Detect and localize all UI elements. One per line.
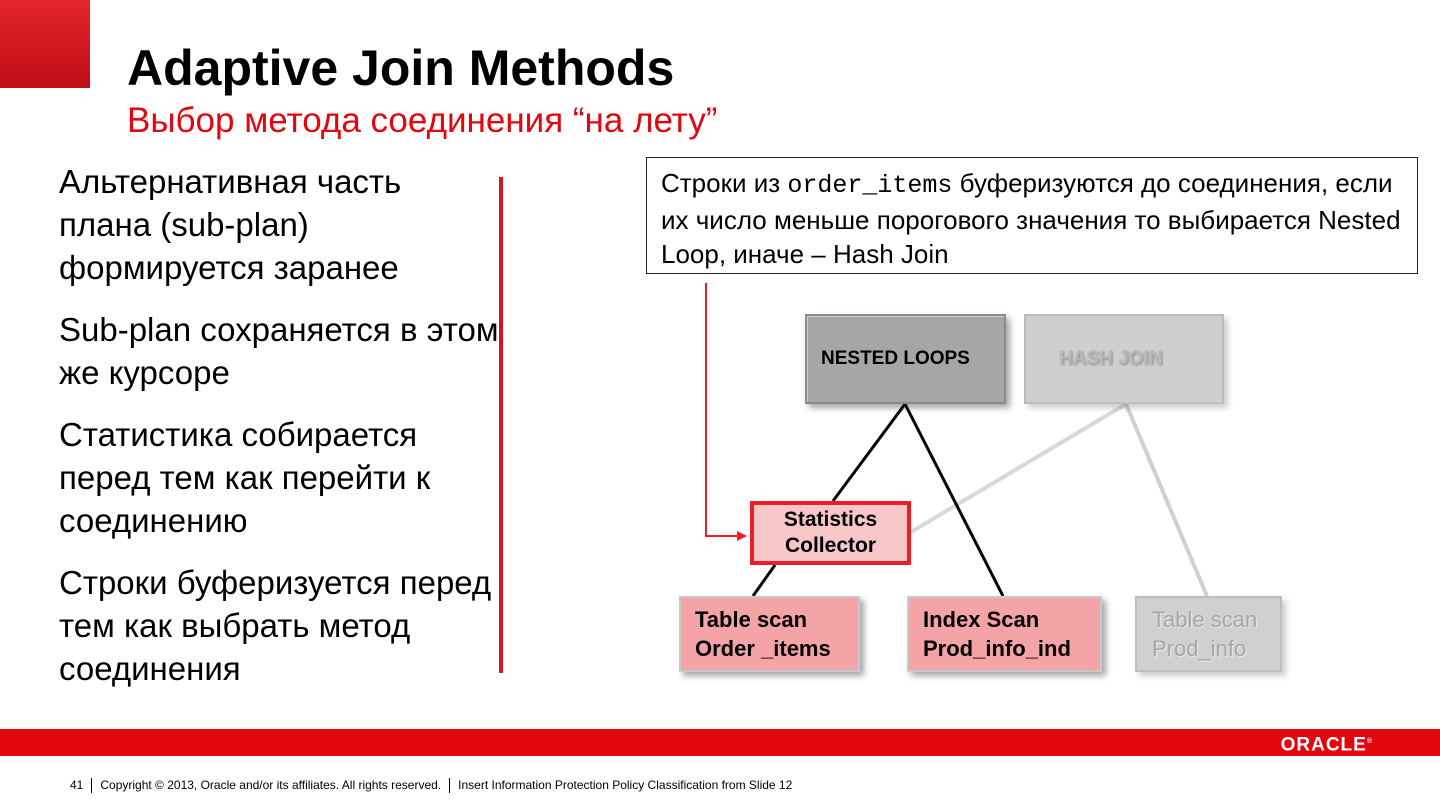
corner-accent-block [0, 0, 90, 88]
callout-suffix: буферизуются до соединения, если их числ… [661, 168, 1401, 269]
bullet-item-2: Sub-plan сохраняется в этом же курсоре [59, 311, 499, 391]
callout-code: order_items [787, 171, 953, 200]
callout-prefix: Строки из [661, 168, 781, 198]
footer-separator [91, 778, 93, 794]
node-hash-join-label: HASH JOIN [1059, 348, 1163, 369]
leaf2-label-line2: Prod_info_ind [923, 636, 1071, 661]
edge-stats-to-leaf1 [751, 564, 777, 597]
node-nested-loops-label: NESTED LOOPS [821, 348, 970, 369]
leaf1-label-line2: Order _items [695, 636, 831, 661]
leaf1-label-line1: Table scan [695, 607, 808, 632]
node-nested-loops: NESTED LOOPS [805, 314, 1006, 404]
edge-hash-to-leaf3 [1124, 403, 1209, 597]
callout-arrow [705, 283, 747, 541]
oracle-logo-text: ORACLE [1280, 734, 1367, 756]
classification-text: Insert Information Protection Policy Cla… [458, 778, 793, 792]
leaf3-label-line1: Table scan [1152, 607, 1258, 632]
callout-box: Строки из order_items буферизуются до со… [646, 157, 1418, 274]
slide-title: Adaptive Join Methods [127, 40, 675, 96]
footer-separator [449, 778, 451, 794]
copyright-text: Copyright © 2013, Oracle and/or its affi… [100, 778, 442, 792]
oracle-logo: ORACLE® [1280, 734, 1372, 756]
stats-label-line1: Statistics [783, 508, 878, 531]
leaf2-label-line1: Index Scan [923, 607, 1040, 632]
leaf3-label-line2: Prod_info [1152, 636, 1247, 661]
slide-number: 41 [70, 778, 84, 792]
bullet-item-3: Статистика собирается перед тем как пере… [59, 416, 431, 539]
vertical-divider [499, 177, 503, 673]
edge-nested-to-stats [831, 403, 907, 502]
edge-hash-to-stats [909, 402, 1128, 534]
footer-text: 41 Copyright © 2013, Oracle and/or its af… [70, 777, 793, 794]
slide-subtitle: Выбор метода соединения “на лету” [127, 101, 718, 140]
edge-nested-to-leaf2 [903, 403, 1005, 597]
bullet-list: Альтернативная часть плана (sub-plan) фо… [59, 160, 499, 709]
bullet-item-4: Строки буферизуется перед тем как выбрат… [59, 564, 492, 687]
node-hash-join: HASH JOIN [1024, 314, 1224, 404]
footer-red-bar [0, 729, 1440, 756]
stats-label-line2: Collector [784, 534, 876, 557]
bullet-item-1: Альтернативная часть плана (sub-plan) фо… [59, 163, 402, 286]
